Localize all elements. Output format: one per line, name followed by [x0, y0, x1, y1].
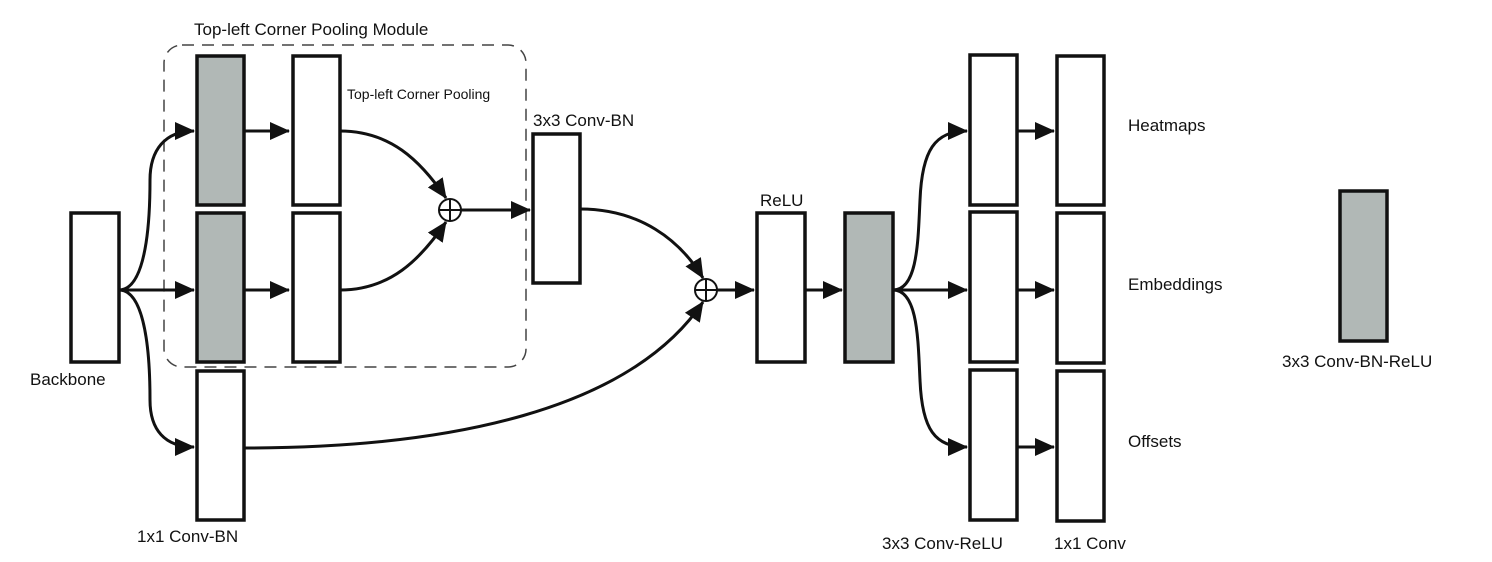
edges	[118, 122, 1055, 456]
edge-pool1-to-sum1	[339, 129, 448, 199]
backbone-label: Backbone	[30, 370, 106, 389]
corner-pooling-label: Top-left Corner Pooling	[347, 86, 490, 102]
conv3x3-bn-label: 3x3 Conv-BN	[533, 111, 634, 130]
module-boundary	[163, 44, 527, 368]
conv1x1-bn-label: 1x1 Conv-BN	[137, 527, 238, 546]
pool-branch-2-pool-block	[291, 211, 342, 364]
embeddings-conv1x1-block	[1055, 211, 1106, 365]
pool-branch-1-pool-block	[291, 54, 342, 207]
edge-conv-to-heatmaps	[892, 122, 968, 292]
heatmaps-conv3x3-relu-block	[968, 53, 1019, 207]
heatmaps-conv1x1-block	[1055, 54, 1106, 207]
edge-backbone-to-skip	[118, 288, 195, 456]
offsets-conv3x3-relu-block	[968, 368, 1019, 522]
embeddings-label: Embeddings	[1128, 275, 1223, 294]
sum-node-1	[438, 198, 462, 222]
relu-block	[755, 211, 807, 364]
conv3x3-bn-relu-block	[843, 211, 895, 364]
sum-node-2	[694, 278, 718, 302]
backbone-block	[69, 211, 121, 364]
embeddings-conv3x3-relu-block	[968, 210, 1019, 364]
offsets-label: Offsets	[1128, 432, 1182, 451]
conv3x3-bn-block	[531, 132, 582, 285]
edge-backbone-to-pool1	[118, 122, 195, 292]
skip-conv1x1-bn-block	[195, 369, 246, 522]
legend-block	[1338, 189, 1389, 343]
module-title: Top-left Corner Pooling Module	[194, 20, 428, 39]
relu-label: ReLU	[760, 191, 803, 210]
edge-pool2-to-sum1	[339, 221, 448, 292]
heatmaps-label: Heatmaps	[1128, 116, 1205, 135]
legend-label: 3x3 Conv-BN-ReLU	[1282, 352, 1432, 371]
edge-conv3x3-to-sum2	[579, 207, 705, 279]
conv1x1-label: 1x1 Conv	[1054, 534, 1126, 553]
pool-branch-2-conv-block	[195, 211, 246, 364]
pool-branch-1-conv-block	[195, 54, 246, 207]
conv3x3-relu-label: 3x3 Conv-ReLU	[882, 534, 1003, 553]
blocks	[69, 53, 1389, 523]
edge-conv-to-offsets	[892, 288, 968, 456]
offsets-conv1x1-block	[1055, 369, 1106, 523]
edge-skip-to-sum2	[243, 301, 705, 450]
